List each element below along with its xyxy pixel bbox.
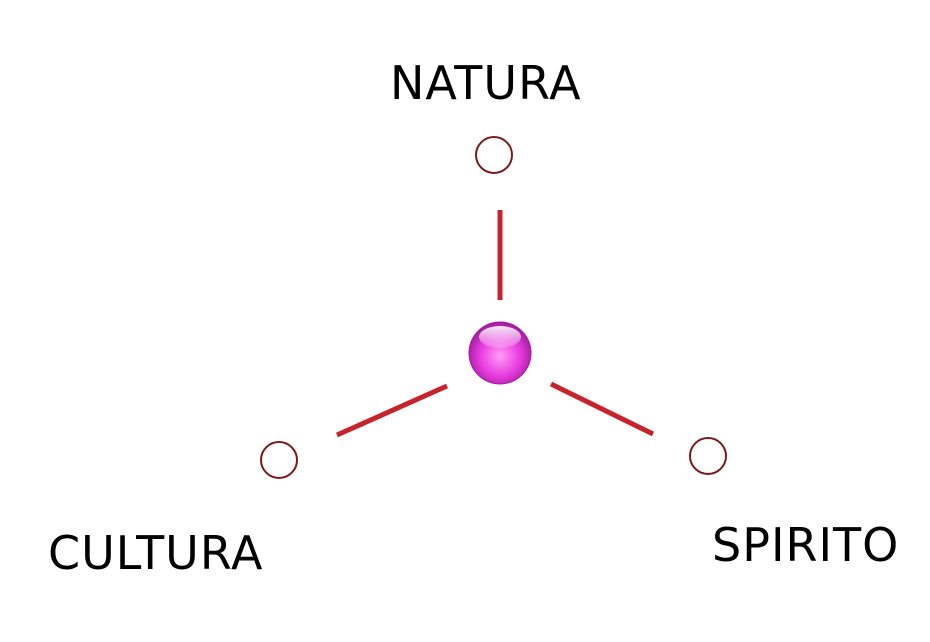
label-natura: NATURA <box>390 56 582 110</box>
node-spirito <box>689 437 727 475</box>
connector-cultura <box>335 383 449 438</box>
center-hub <box>468 321 532 385</box>
node-natura <box>475 136 513 174</box>
connector-spirito <box>549 381 655 437</box>
node-cultura <box>260 441 298 479</box>
label-spirito: SPIRITO <box>712 518 900 572</box>
label-cultura: CULTURA <box>48 526 264 580</box>
